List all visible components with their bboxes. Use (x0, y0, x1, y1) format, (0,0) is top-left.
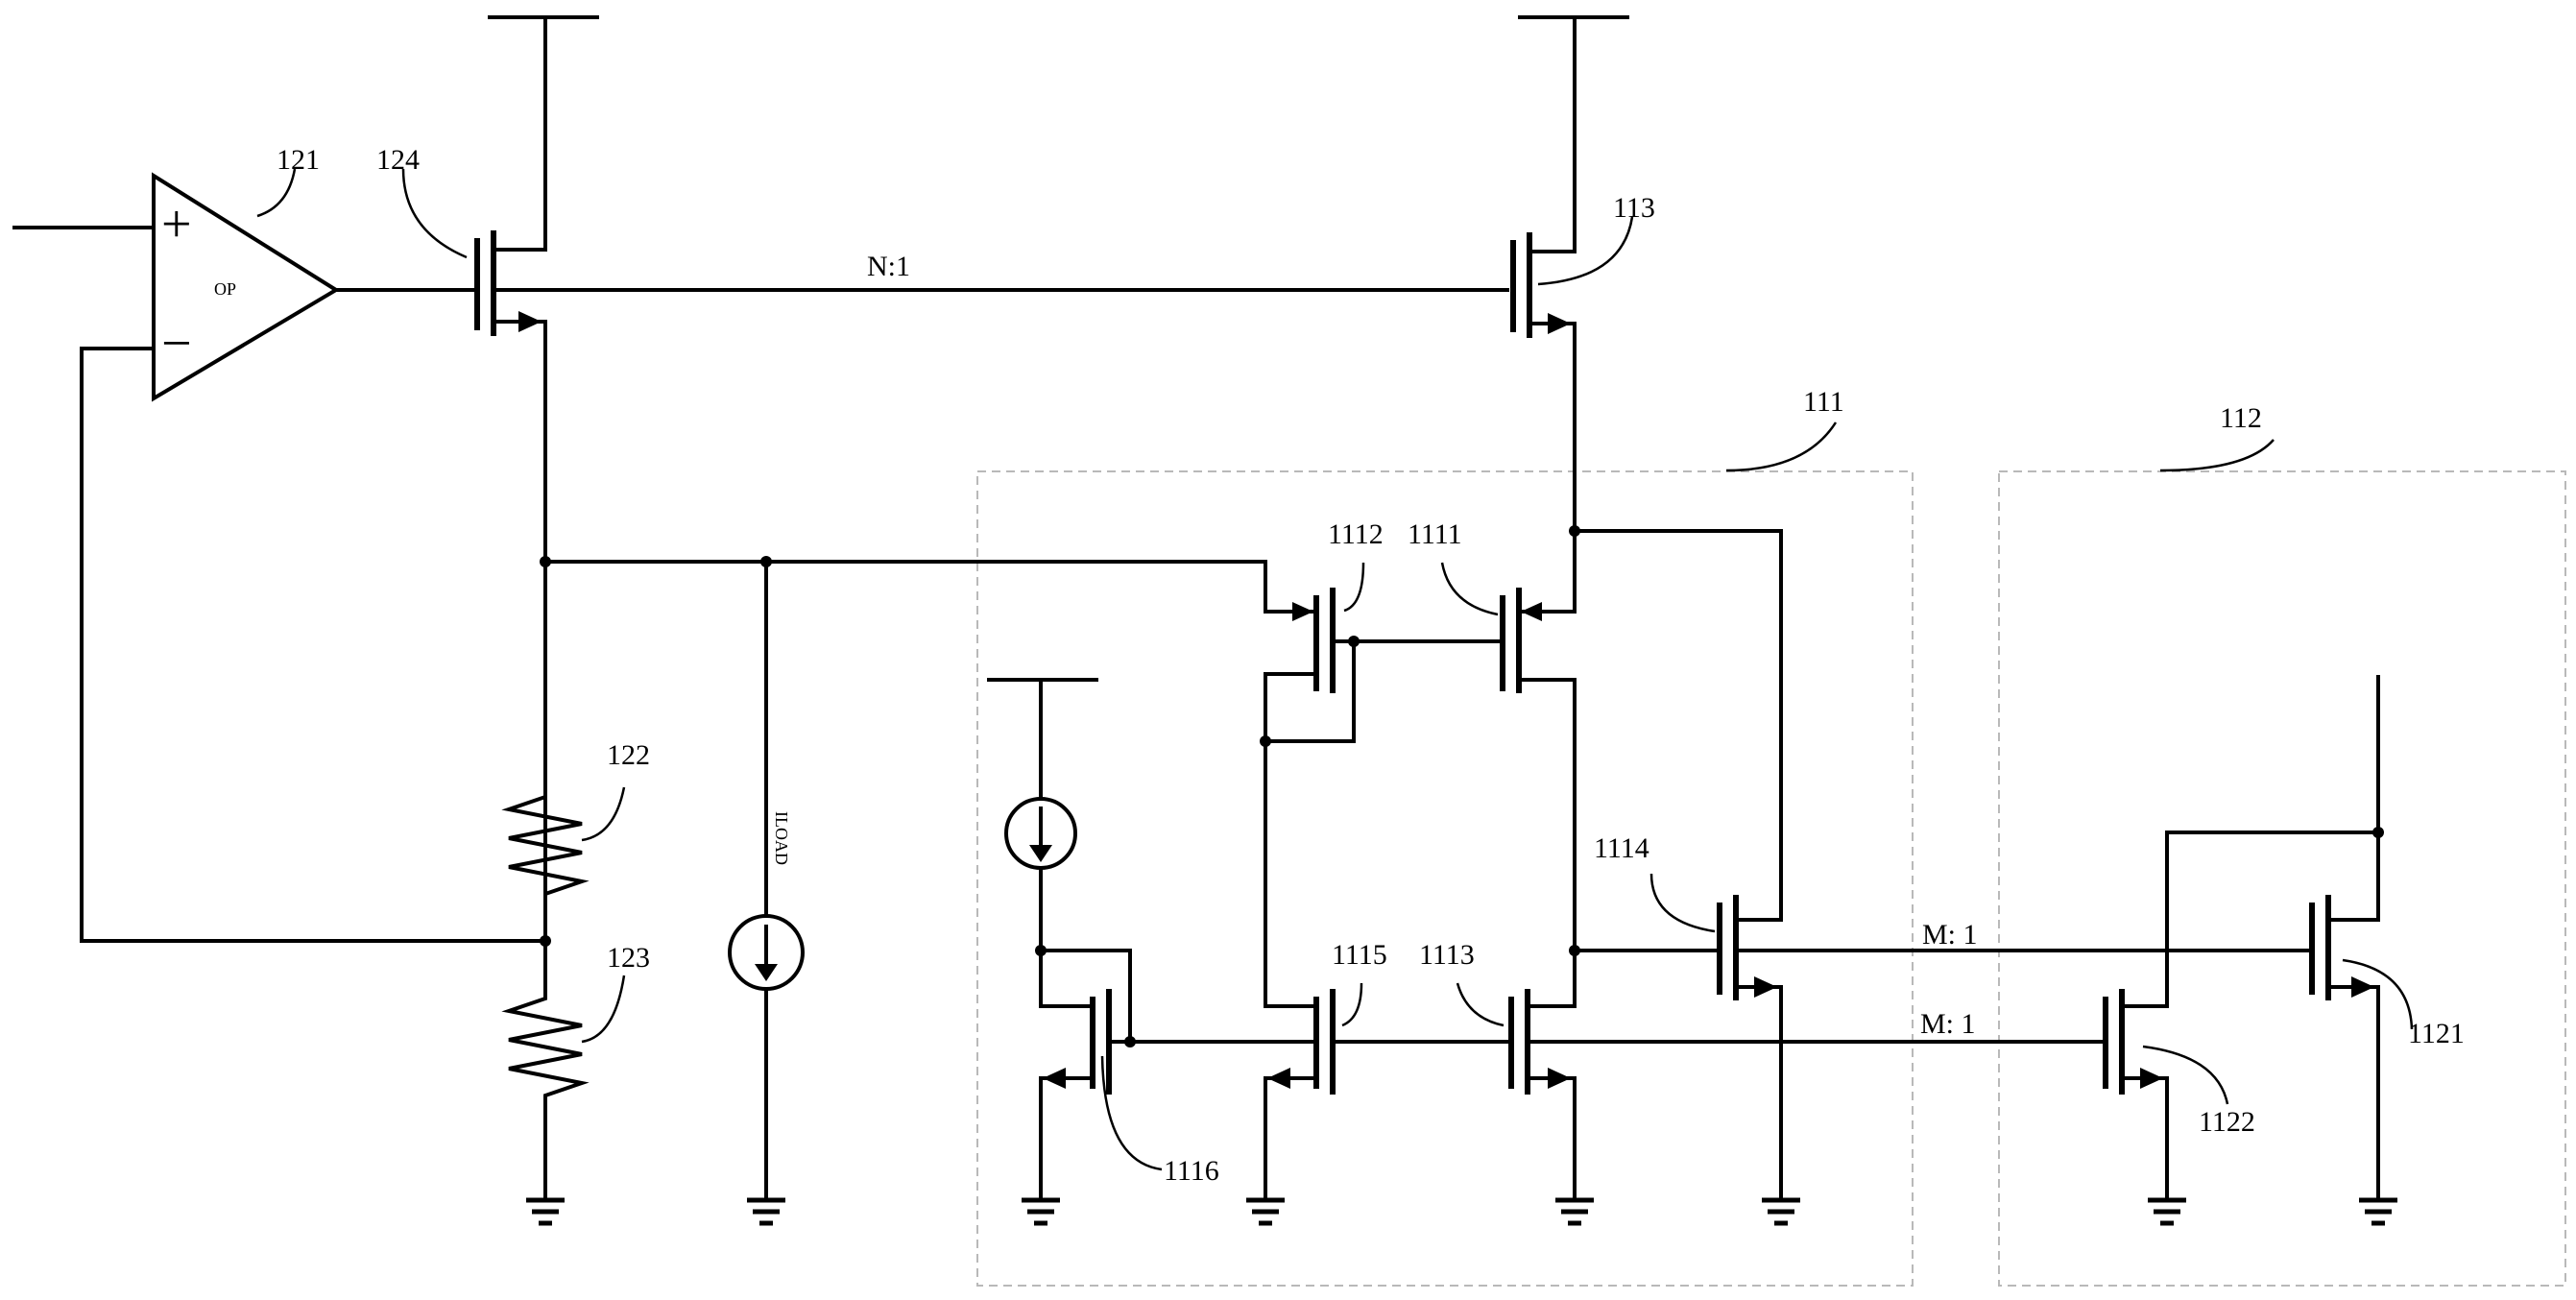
label-1112: 1112 (1328, 518, 1384, 550)
transistor-113 (1510, 15, 1629, 533)
bias-current-source (987, 678, 1098, 952)
label-1113: 1113 (1419, 939, 1475, 971)
label-124: 124 (376, 144, 420, 176)
label-1114: 1114 (1594, 832, 1649, 864)
label-m-bottom: M: 1 (1920, 1008, 1976, 1040)
transistor-1121 (2309, 675, 2380, 1202)
label-111: 111 (1803, 386, 1844, 418)
leader-lines (256, 168, 2414, 1171)
label-1115: 1115 (1332, 939, 1387, 971)
label-1111: 1111 (1408, 518, 1462, 550)
label-122: 122 (607, 739, 650, 771)
minus-sign: − (161, 314, 192, 373)
block-111-boundary (976, 470, 1914, 1287)
label-123: 123 (607, 942, 650, 974)
label-m-top: M: 1 (1922, 919, 1978, 951)
label-121: 121 (277, 144, 320, 176)
op-amp-text: OP (214, 279, 236, 299)
transistor-124 (474, 15, 599, 943)
iload-current-source (728, 560, 805, 1202)
transistor-1122 (2103, 831, 2380, 1202)
label-112: 112 (2220, 402, 2262, 434)
node-wire-4 (1039, 949, 1132, 1044)
transistor-1114 (1717, 895, 1783, 1202)
transistor-1113 (1508, 949, 1577, 1202)
label-iload: ILOAD (772, 811, 791, 865)
junction-dots (540, 525, 2384, 1047)
ground-symbols (526, 1197, 2397, 1226)
label-113: 113 (1613, 192, 1655, 224)
plus-sign: + (161, 195, 192, 254)
node-wire-2 (1573, 529, 1783, 922)
label-1121: 1121 (2408, 1018, 2465, 1049)
op-amp-121: + − OP (152, 172, 340, 402)
block-112-boundary (1998, 470, 2566, 1287)
transistor-1116 (1039, 989, 1112, 1202)
transistor-1111 (1500, 529, 1577, 952)
resistor-122 (501, 776, 590, 943)
label-1122: 1122 (2199, 1106, 2255, 1138)
label-1116: 1116 (1164, 1155, 1219, 1187)
label-ratio-n: N:1 (867, 251, 910, 282)
transistor-1112 (1264, 560, 1356, 743)
transistor-1115 (1264, 989, 1336, 1202)
feedback-wire (80, 347, 549, 943)
resistor-123 (501, 939, 590, 1202)
